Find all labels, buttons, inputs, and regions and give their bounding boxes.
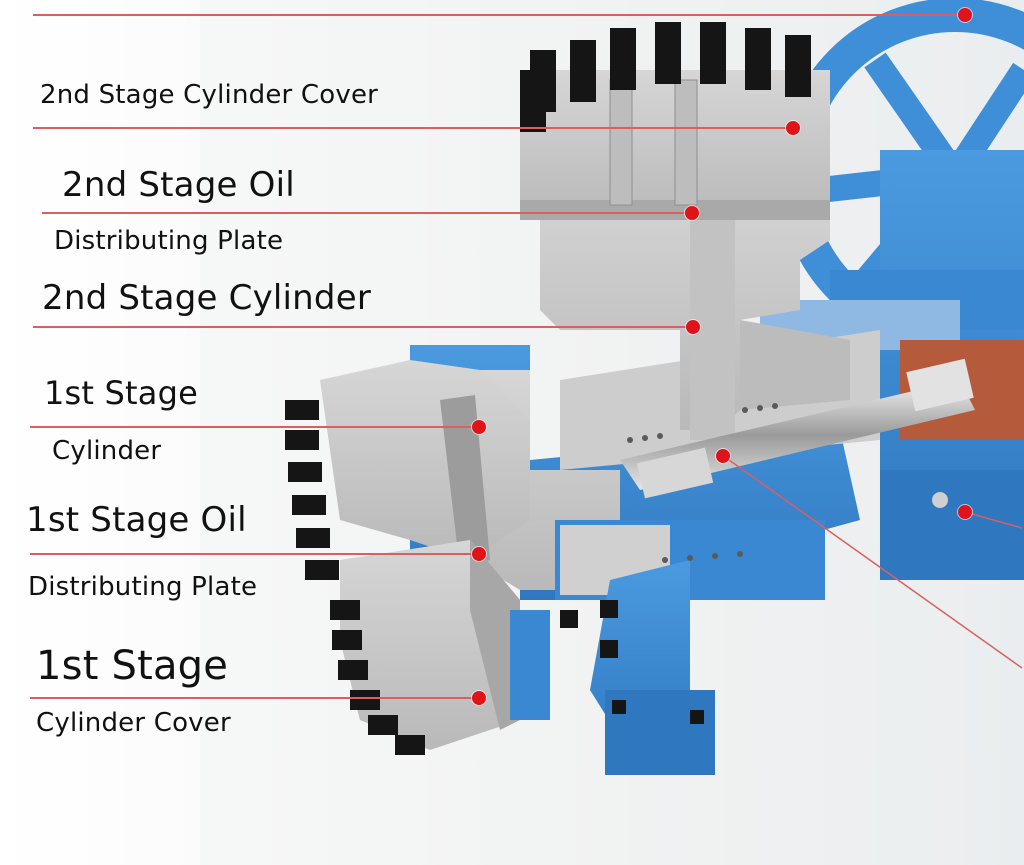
marker-dot-top (958, 8, 972, 22)
leader-line-second-stage-cylinder (33, 326, 693, 328)
marker-dot-first-stage-cylinder (472, 420, 486, 434)
label-first-stage-oil-line1: 1st Stage Oil (26, 500, 247, 540)
leader-line-first-stage-cylinder (30, 426, 480, 428)
label-first-stage-cylinder-line2: Cylinder (52, 436, 162, 466)
second-stage-cylinder-cover (520, 70, 830, 220)
label-second-stage-oil-line2: Distributing Plate (54, 226, 284, 256)
marker-dot-second-stage-cover (786, 121, 800, 135)
marker-dot-shaft (716, 449, 730, 463)
marker-dot-second-stage-cylinder (686, 320, 700, 334)
label-second-stage-cylinder: 2nd Stage Cylinder (42, 278, 372, 318)
second-stage-bolts (520, 22, 811, 132)
leader-line-first-stage-cover (30, 697, 480, 699)
label-first-stage-cylinder-line1: 1st Stage (44, 374, 199, 412)
leader-line-first-stage-oil (30, 553, 480, 555)
leader-line-second-stage-oil (42, 212, 692, 214)
first-stage-cylinder-body (320, 360, 530, 570)
label-second-stage-oil-line1: 2nd Stage Oil (62, 165, 295, 205)
first-stage-bolts (285, 400, 618, 755)
leader-line-top (33, 14, 965, 16)
marker-dot-first-stage-oil (472, 547, 486, 561)
label-second-stage-cylinder-cover: 2nd Stage Cylinder Cover (40, 80, 379, 110)
leader-line-second-stage-cover (33, 127, 793, 129)
label-first-stage-cover-line1: 1st Stage (36, 643, 229, 689)
label-first-stage-oil-line2: Distributing Plate (28, 572, 258, 602)
marker-dot-crankcase (958, 505, 972, 519)
marker-dot-first-stage-cover (472, 691, 486, 705)
second-stage-cylinder-body (540, 170, 850, 440)
marker-dot-second-stage-oil (685, 206, 699, 220)
pedestal-support (590, 560, 715, 775)
piston-shaft (620, 358, 975, 499)
label-first-stage-cover-line2: Cylinder Cover (36, 708, 231, 738)
